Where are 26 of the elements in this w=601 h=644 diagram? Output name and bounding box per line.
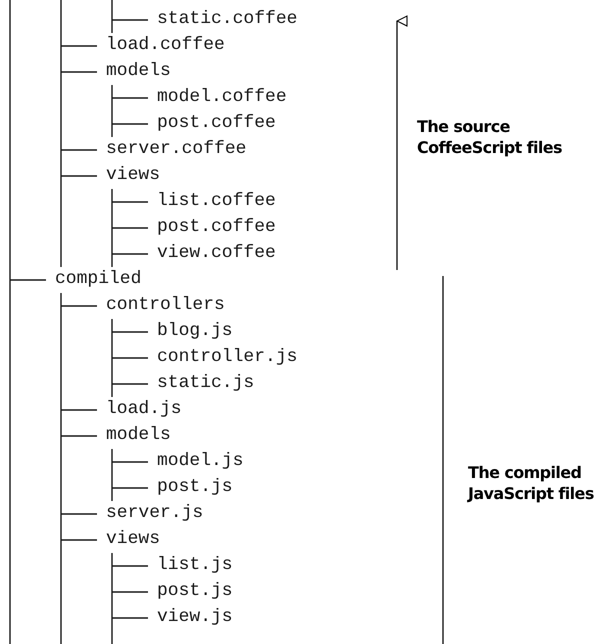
file-name: model.coffee xyxy=(157,86,287,108)
file-name: post.js xyxy=(157,476,233,498)
tree-entry: server.coffee xyxy=(106,138,246,160)
file-name: post.coffee xyxy=(157,216,276,238)
file-name: static.coffee xyxy=(157,8,298,30)
file-name: view.js xyxy=(157,606,233,628)
tree-entry: controllers xyxy=(106,294,225,316)
tree-entry: views xyxy=(106,528,160,550)
tree-entry: views xyxy=(106,164,160,186)
tree-entry: compiled xyxy=(55,268,142,290)
file-name: controller.js xyxy=(157,346,298,368)
tree-entry: models xyxy=(106,60,171,82)
file-name: list.coffee xyxy=(157,190,276,212)
tree-entry: load.js xyxy=(106,398,182,420)
tree-entry: load.coffee xyxy=(106,34,225,56)
file-name: list.js xyxy=(157,554,233,576)
file-name: view.coffee xyxy=(157,242,276,264)
annotation-text: The compiled JavaScript files xyxy=(468,462,595,504)
file-name: static.js xyxy=(157,372,254,394)
tree-entry: server.js xyxy=(106,502,204,524)
file-name: post.coffee xyxy=(157,112,276,134)
file-name: blog.js xyxy=(157,320,233,342)
file-name: post.js xyxy=(157,580,233,602)
tree-entry: models xyxy=(106,424,171,446)
file-name: model.js xyxy=(157,450,244,472)
annotation-text: The source CoffeeScript files xyxy=(417,116,563,158)
